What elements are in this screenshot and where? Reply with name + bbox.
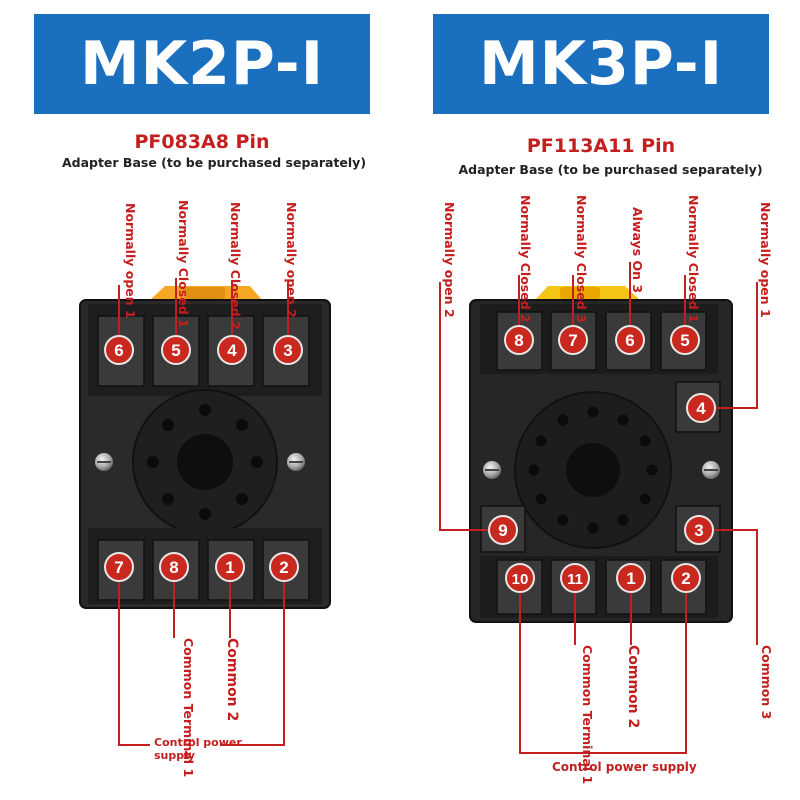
svg-text:8: 8 [169,558,178,577]
mk3p-pin-1: 1 [616,563,646,593]
mk2p-pin-4: 4 [217,335,247,365]
mk3p-label-normally-closed-3: Normally Closed 3 [574,195,589,323]
mk3p-subtitle: Adapter Base (to be purchased separately… [458,162,763,177]
mk2p-pin-3: 3 [273,335,303,365]
mk2p-pin-name: PF083A8 Pin [134,131,270,153]
mk3p-title-banner: MK3P-I [433,14,769,114]
mk2p-pin-5: 5 [161,335,191,365]
svg-text:7: 7 [114,558,123,577]
mk3p-label-normally-closed-1: Normally Closed 1 [686,195,701,323]
mk2p-control-power-label: Control power supply [154,736,242,762]
mk2p-pin-7: 7 [104,552,134,582]
mk3p-pin-4: 4 [686,393,716,423]
mk3p-pin-7: 7 [558,325,588,355]
mk2p-label-normally-closed-1: Normally Closed 1 [176,200,191,328]
mk2p-label-common-2: Common 2 [224,638,240,722]
mk2p-top-leader-lines [118,278,289,335]
mk2p-label-normally-open-2: Normally open 2 [284,202,299,318]
svg-text:4: 4 [696,399,706,418]
mk3p-label-common-terminal-1: Common Terminal 1 [580,645,595,785]
svg-text:9: 9 [498,521,507,540]
mk3p-control-power-label: Control power supply [552,760,697,774]
svg-text:3: 3 [283,341,292,360]
mk3p-pin-2: 2 [671,563,701,593]
mk3p-label-normally-closed-2: Normally Closed 2 [518,195,533,323]
mk2p-pin-6: 6 [104,335,134,365]
mk3p-pin-3: 3 [684,515,714,545]
mk3p-pin-9: 9 [488,515,518,545]
mk3p-label-common-2: Common 2 [625,645,641,729]
svg-text:2: 2 [279,558,288,577]
svg-text:1: 1 [225,558,234,577]
mk2p-pin-8: 8 [159,552,189,582]
svg-text:5: 5 [680,331,689,350]
mk2p-label-normally-closed-2: Normally Closed 2 [228,202,243,330]
svg-text:11: 11 [567,571,583,588]
svg-text:6: 6 [114,341,123,360]
mk3p-pin-6: 6 [615,325,645,355]
svg-text:7: 7 [568,331,577,350]
mk2p-pin-1: 1 [215,552,245,582]
mk3p-label-always-on-3: Always On 3 [630,207,645,294]
mk3p-pin-name: PF113A11 Pin [526,135,676,157]
svg-text:3: 3 [694,521,703,540]
svg-text:2: 2 [681,569,690,588]
svg-text:5: 5 [171,341,180,360]
mk2p-label-common-terminal-1: Common Terminal 1 [181,638,196,778]
mk3p-label-normally-open-1: Normally open 1 [758,202,773,318]
svg-text:6: 6 [625,331,634,350]
mk3p-pin-8: 8 [504,325,534,355]
mk3p-pin-5: 5 [670,325,700,355]
mk3p-pin-11: 11 [560,563,590,593]
mk2p-pin-2: 2 [269,552,299,582]
svg-text:1: 1 [626,569,635,588]
mk2p-label-normally-open-1: Normally open 1 [123,203,138,319]
svg-text:10: 10 [512,571,529,588]
mk3p-label-common-3: Common 3 [759,645,774,720]
mk2p-subtitle: Adapter Base (to be purchased separately… [61,155,367,170]
mk2p-title-banner: MK2P-I [34,14,370,114]
mk2p-bottom-leader-lines [118,580,285,746]
mk3p-label-normally-open-2: Normally open 2 [442,202,457,318]
svg-text:8: 8 [514,331,523,350]
mk3p-pin-10: 10 [505,563,535,593]
svg-text:4: 4 [227,341,237,360]
